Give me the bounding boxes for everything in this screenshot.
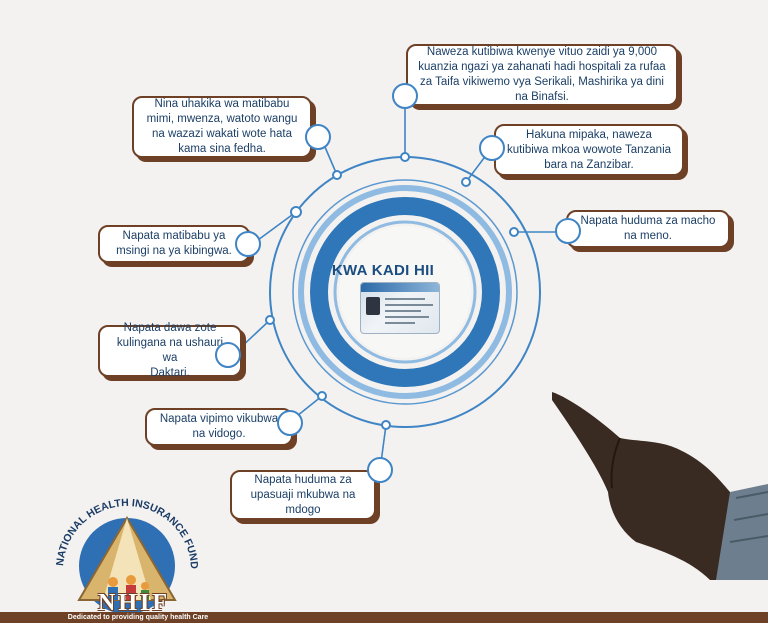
benefit-family: Nina uhakika wa matibabu mimi, mwenza, w…: [132, 96, 312, 158]
junction-dot: [290, 206, 302, 218]
benefit-tests: Napata vipimo vikubwa na vidogo.: [145, 408, 293, 446]
hub-title: KWA KADI HII: [331, 262, 435, 279]
junction-dot: [265, 315, 275, 325]
benefit-basic-specialist: Napata matibabu ya msingi na ya kibingwa…: [98, 225, 250, 263]
benefit-no-limits: Hakuna mipaka, naweza kutibiwa mkoa wowo…: [494, 124, 684, 176]
insurance-card: [360, 282, 440, 334]
middle-thin-ring: [292, 179, 518, 405]
connector-no-limits: [465, 149, 491, 183]
card-text-line: [385, 298, 425, 300]
card-header-band: [361, 283, 439, 292]
light-ring: [298, 185, 512, 399]
junction-dot: [400, 152, 410, 162]
benefit-eye-dental: Napata huduma za macho na meno.: [566, 210, 730, 248]
connector-surgery: [379, 424, 387, 471]
benefit-medicines: Napata dawa zote kulingana na ushauri wa…: [98, 322, 242, 379]
card-text-line: [385, 310, 421, 312]
junction-dot: [461, 177, 471, 187]
footer-band: [0, 612, 768, 623]
pointing-hand-icon: [552, 392, 768, 580]
connector-tests: [291, 395, 323, 421]
nhif-logo: NATIONAL HEALTH INSURANCE FUND: [54, 497, 200, 614]
junction-dot: [332, 170, 342, 180]
card-photo: [366, 297, 380, 315]
card-text-line: [385, 322, 415, 324]
card-text-line: [385, 316, 429, 318]
card-text-line: [385, 304, 433, 306]
junction-dot: [317, 391, 327, 401]
logo-slogan: Dedicated to providing quality health Ca…: [67, 614, 209, 621]
logo-acronym: NHIF: [98, 590, 170, 616]
connector-basic: [257, 211, 297, 241]
benefit-surgery: Napata huduma za upasuaji mkubwa na mdog…: [230, 470, 376, 520]
junction-dot: [381, 420, 391, 430]
junction-dot: [509, 227, 519, 237]
thick-ring: [310, 197, 500, 387]
connector-medicines: [237, 319, 271, 351]
connector-family: [321, 139, 338, 176]
benefit-facilities: Naweza kutibiwa kwenye vituo zaidi ya 9,…: [406, 44, 678, 106]
inner-thin-ring: [333, 220, 477, 364]
